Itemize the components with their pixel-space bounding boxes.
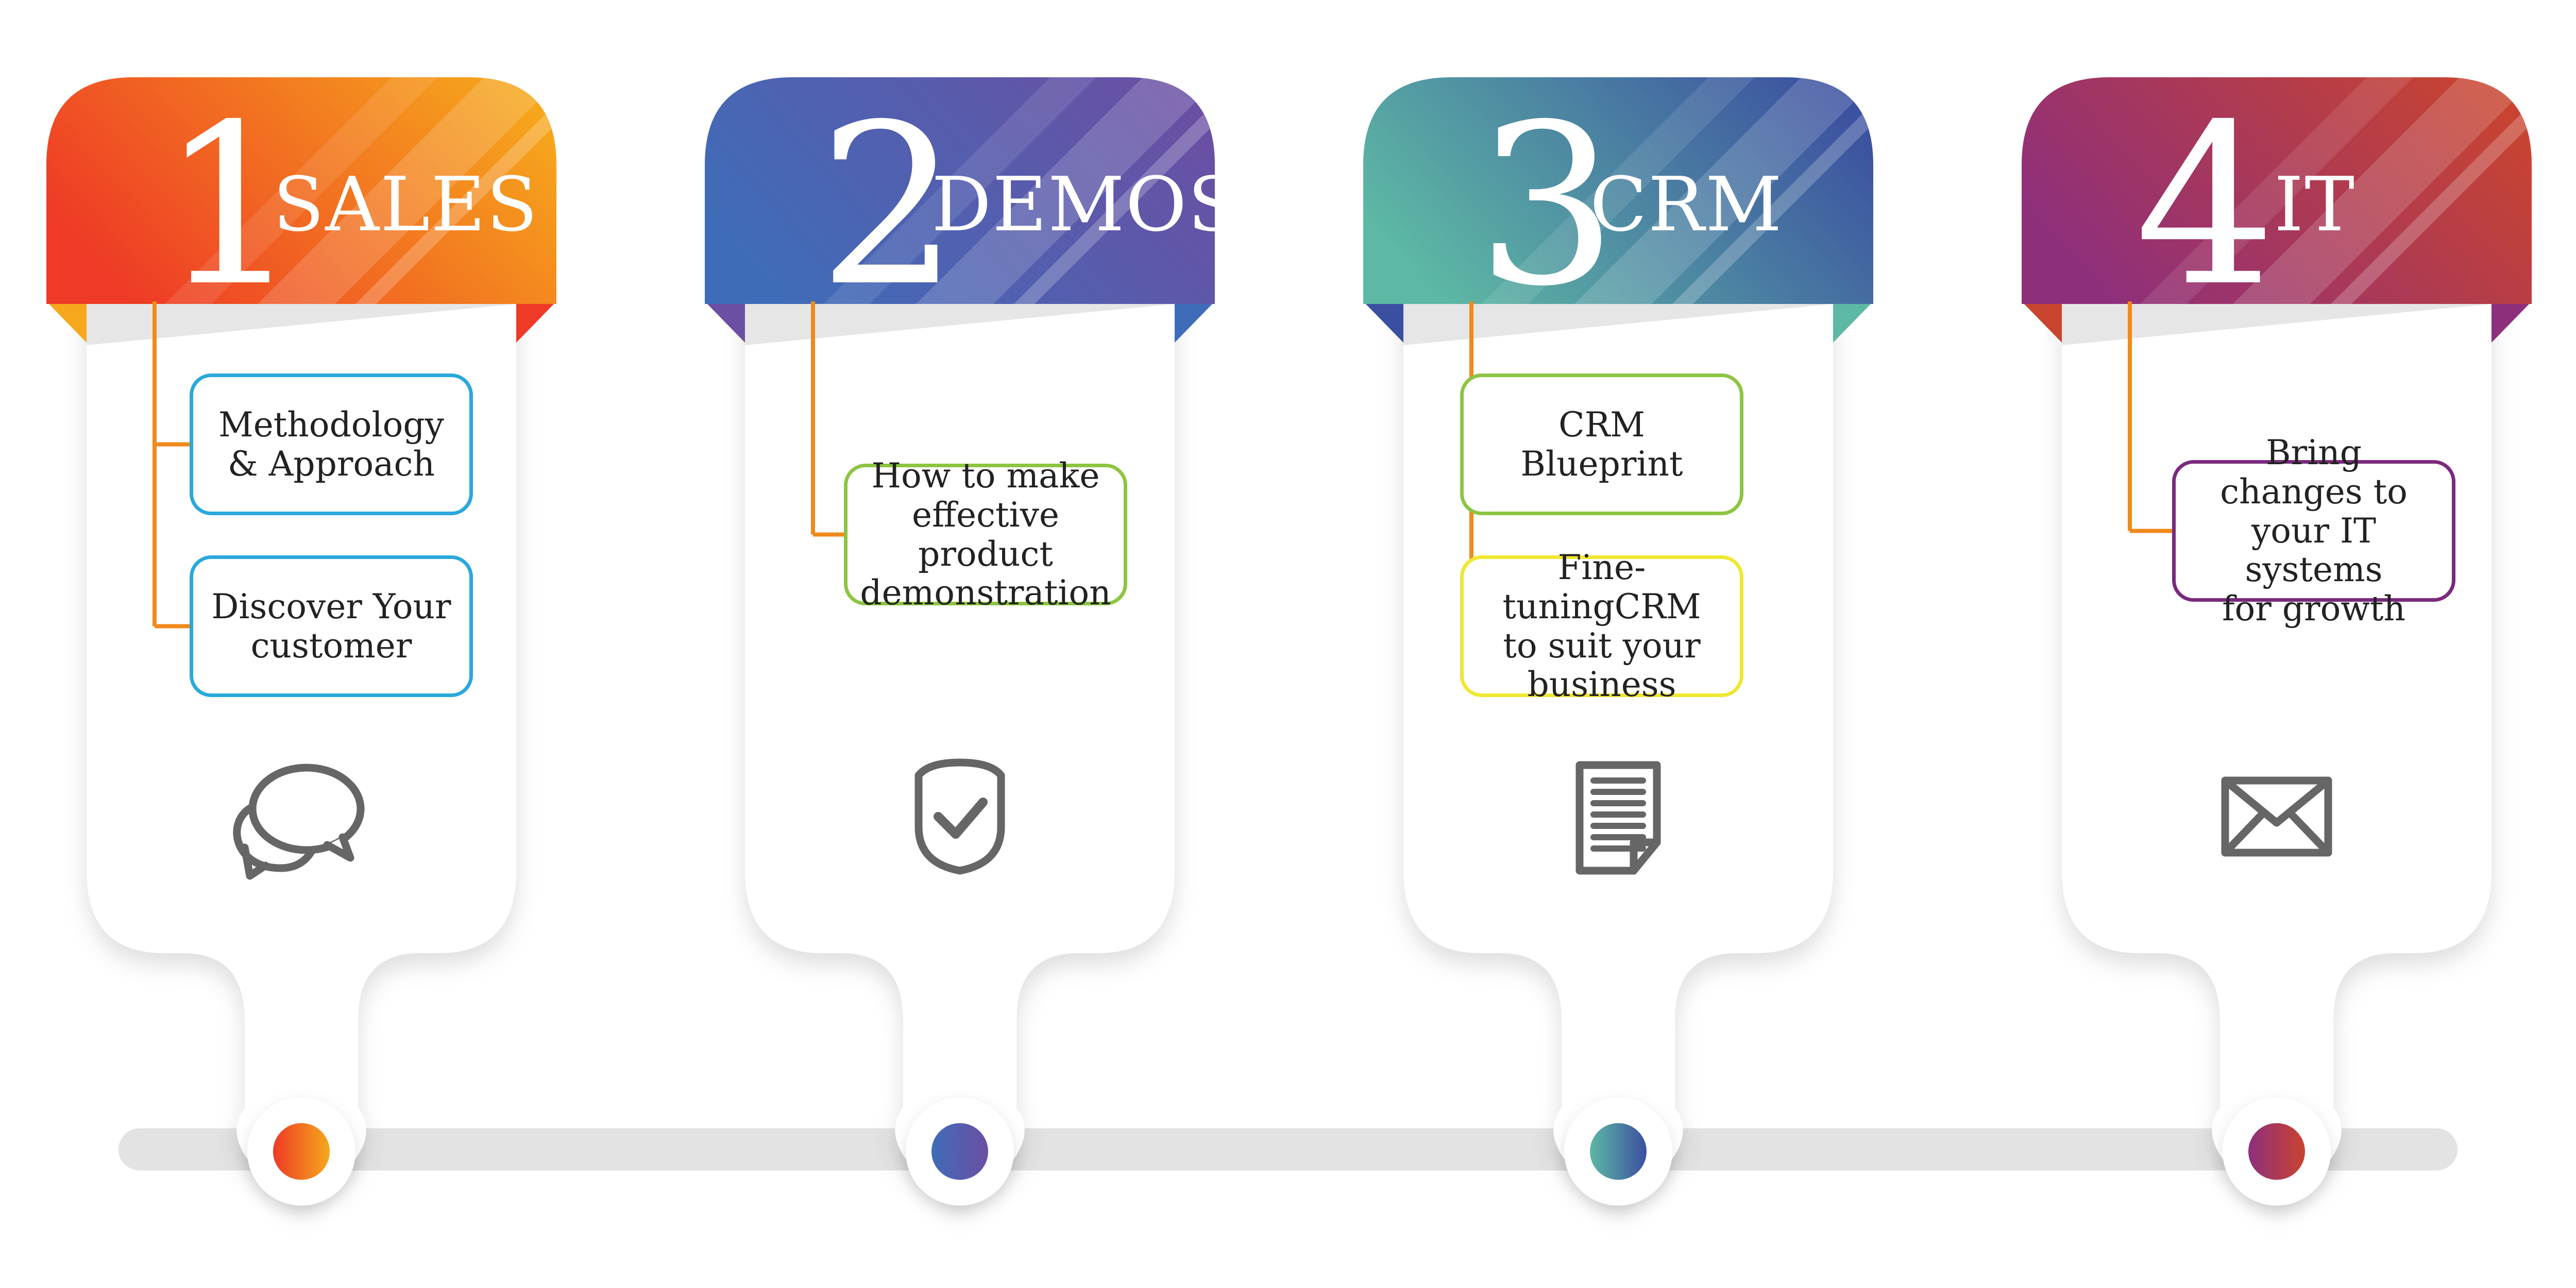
step-header: 3 CRM: [1363, 0, 1930, 317]
task-box: How to make effective product demonstrat…: [844, 456, 1127, 613]
banner-gloss: [808, 77, 1215, 304]
task-box: Bring changes to your IT systems for gro…: [2172, 433, 2455, 629]
ribbon-tab-left: [1363, 301, 1403, 343]
header-fold: [87, 301, 516, 345]
step-number: 2: [818, 77, 959, 335]
step-banner: [46, 77, 556, 304]
task-label: Bring changes to your IT systems for gro…: [2220, 432, 2408, 629]
card-body: [1403, 289, 1833, 1206]
timeline-track: [118, 1128, 2458, 1171]
task-box: CRM Blueprint: [1460, 374, 1743, 515]
card-body: [87, 289, 516, 1206]
step-card-2: 2 DEMOS How to make effective product de…: [705, 0, 1272, 1288]
banner-gloss: [2125, 77, 2532, 304]
step-title: CRM: [1590, 161, 1783, 248]
task-label: Discover Your customer: [211, 586, 451, 666]
header-fold: [1403, 301, 1833, 345]
step-title: DEMOS: [931, 161, 1240, 248]
ribbon-tab-left: [705, 301, 745, 343]
envelope-icon: [2221, 776, 2332, 857]
task-label: Fine-tuningCRM to suit your business: [1502, 547, 1701, 705]
ribbon-tab-left: [46, 301, 87, 343]
step-banner: [705, 77, 1215, 304]
task-label: How to make effective product demonstrat…: [860, 455, 1111, 613]
ribbon-tab-left: [2022, 301, 2062, 343]
step-number: 1: [160, 77, 301, 335]
ribbon-tab-right: [1175, 301, 1215, 343]
shield-check-icon: [914, 758, 1005, 875]
step-number: 3: [1477, 77, 1618, 335]
timeline-dot: [931, 1123, 988, 1180]
task-box: Methodology & Approach: [190, 374, 473, 515]
ribbon-tab-right: [1833, 301, 1873, 343]
task-box: Discover Your customer: [190, 555, 473, 697]
step-title: SALES: [273, 161, 539, 248]
step-banner: [2022, 77, 2532, 304]
ribbon-tab-right: [2492, 301, 2532, 343]
task-label: Methodology & Approach: [218, 404, 444, 484]
task-box: Fine-tuningCRM to suit your business: [1460, 548, 1743, 704]
ribbon-tab-right: [516, 301, 556, 343]
step-number: 4: [2135, 77, 2276, 335]
step-card-shape-1: [46, 77, 556, 1206]
step-header: 1 SALES: [46, 0, 613, 317]
timeline-dot: [1590, 1123, 1647, 1180]
document-icon: [1575, 761, 1661, 875]
timeline-dot: [273, 1123, 330, 1180]
banner-gloss: [1466, 77, 1873, 304]
step-header: 4 IT: [2022, 0, 2576, 317]
step-banner: [1363, 77, 1873, 304]
step-header: 2 DEMOS: [705, 0, 1272, 317]
step-card-4: 4 IT Bring changes to your IT systems fo…: [2022, 0, 2576, 1288]
header-fold: [2062, 301, 2492, 345]
step-card-shape-3: [1363, 77, 1873, 1206]
speech-bubbles-icon: [233, 764, 365, 880]
step-title: IT: [2274, 161, 2355, 248]
header-fold: [745, 301, 1175, 345]
task-label: CRM Blueprint: [1520, 404, 1683, 484]
banner-gloss: [149, 77, 556, 304]
timeline-dot: [2248, 1123, 2305, 1180]
